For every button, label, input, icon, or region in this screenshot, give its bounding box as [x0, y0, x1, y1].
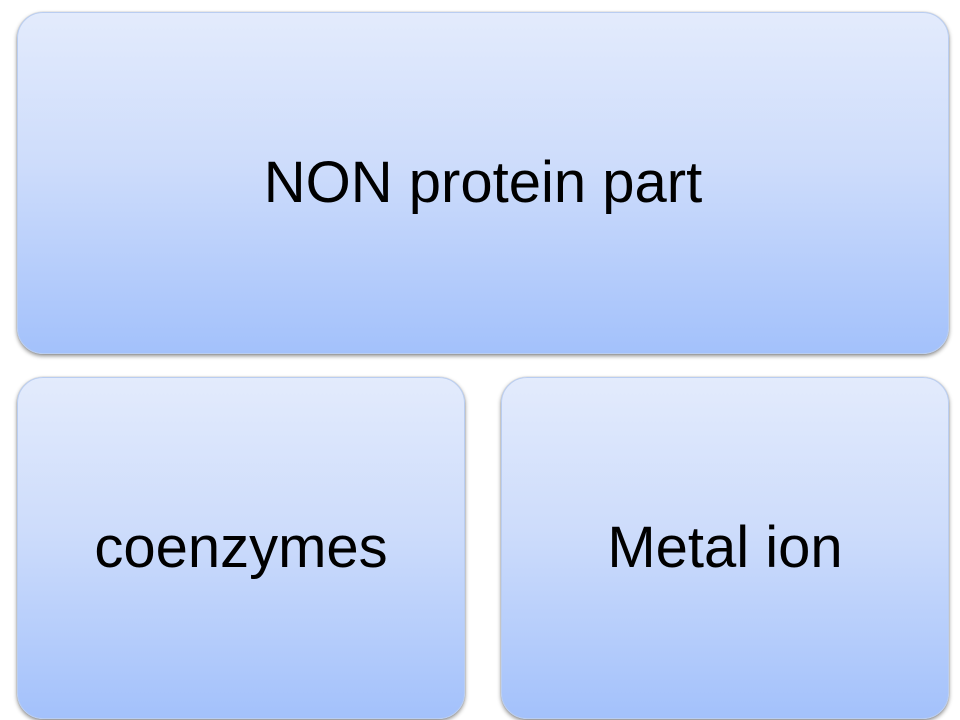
coenzymes-label: coenzymes	[94, 515, 388, 580]
metal-ion-label: Metal ion	[607, 515, 843, 580]
metal-ion-box: Metal ion	[501, 377, 949, 719]
non-protein-part-box: NON protein part	[17, 12, 949, 354]
coenzymes-box: coenzymes	[17, 377, 465, 719]
non-protein-part-label: NON protein part	[263, 150, 703, 215]
